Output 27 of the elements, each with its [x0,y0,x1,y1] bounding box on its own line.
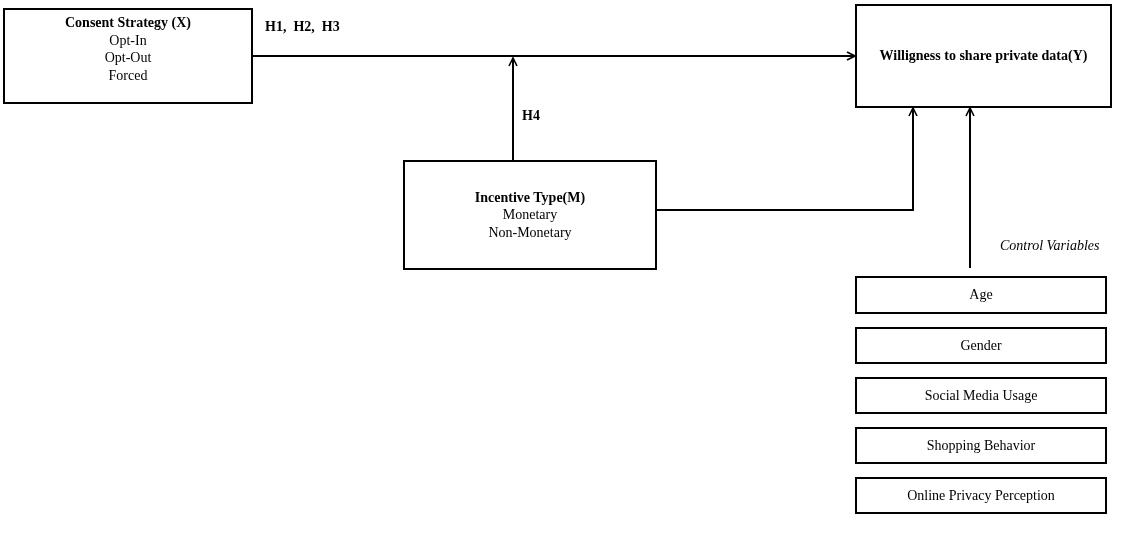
box-text: Monetary [502,206,558,224]
variable-box [855,327,1107,364]
box-text: Gender [960,336,1002,355]
box-heading: Consent Strategy (X) [65,14,191,32]
variable-box [855,377,1107,414]
box-heading: Incentive Type(M) [474,188,586,207]
group-label: Control Variables [1000,238,1100,254]
variable-box [3,8,253,104]
arrow [252,51,856,61]
variable-box [403,160,657,270]
box-text: Opt-In [109,31,147,49]
box-text: Age [969,286,993,304]
box-text: Forced [108,66,148,84]
variable-box [855,427,1107,464]
box-text: Non-Monetary [488,223,572,242]
box-text: Shopping Behavior [926,436,1036,455]
box-text: Opt-Out [104,49,152,67]
arrow [656,107,918,211]
variable-box [855,276,1107,314]
edge-label: H1, H2, H3 [263,19,342,35]
arrow [508,57,518,161]
arrow [965,107,975,269]
box-text: Willigness to share private data(Y) [879,47,1088,65]
variable-box [855,477,1107,514]
variable-box [855,4,1112,108]
box-text: Social Media Usage [924,386,1038,405]
box-text: Online Privacy Perception [907,486,1055,505]
